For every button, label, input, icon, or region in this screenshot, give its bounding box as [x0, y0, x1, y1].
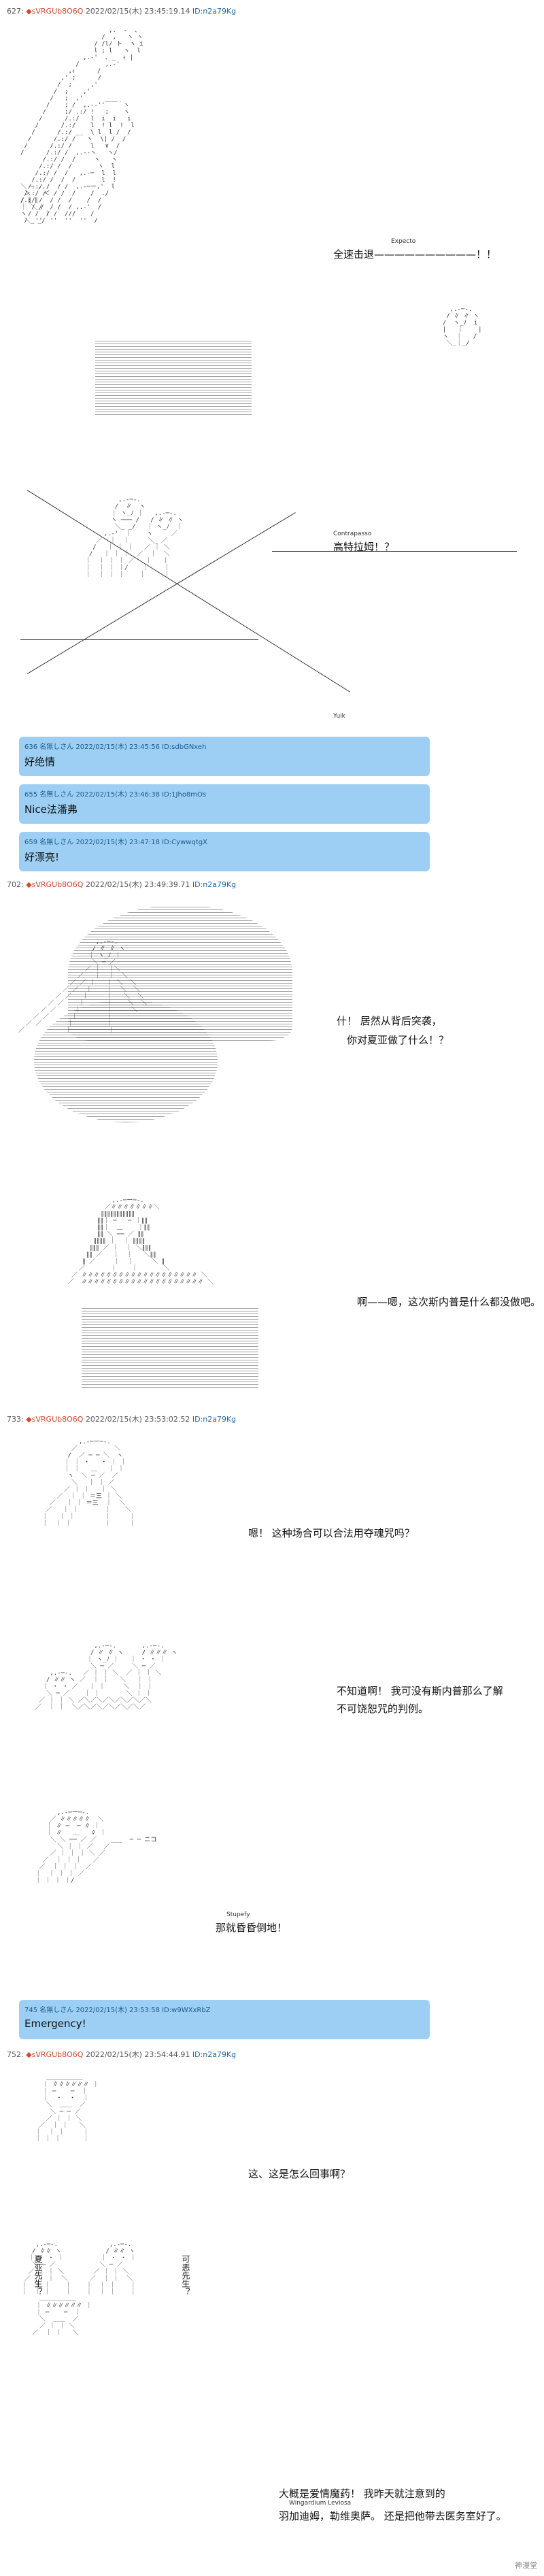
art-shading-lower: [95, 340, 252, 415]
post-trip[interactable]: ◆sVRGUb8O6Q: [26, 7, 84, 16]
post-time: 23:53:02.52: [144, 1415, 190, 1424]
reply-text: 好漂亮!: [24, 851, 60, 863]
post-id[interactable]: ID:n2a79Kg: [192, 880, 237, 889]
reply-636[interactable]: 636 名無しさん 2022/02/15(木) 23:45:56 ID:sdbG…: [19, 737, 430, 776]
spell-ruby-contrapasso: Contrapasso: [333, 531, 372, 537]
ascii-art-figure-hair: ,.-─ー─-. ／∥∥∥∥∥∥∥＼ ∥∥∥∥∥∥∥∥∥∥∥ ∥∥｜ ─ ─ ｜…: [67, 1197, 214, 1286]
post-date: 2022/02/15(木): [85, 2050, 142, 2059]
scene-6-curse-precedent: ,.-─-. ,.-─-. / ∥ ∥ ヽ / ∥∥∥ ヽ ｜ ヽ_ﾉ ｜ ｜ …: [0, 1636, 544, 1792]
post-date: 2022/02/15(木): [85, 7, 142, 16]
dialog-imperius-legal: 嗯！ 这种场合可以合法用夺魂咒吗？: [248, 1527, 415, 1539]
post-time: 23:54:44.91: [144, 2050, 190, 2059]
ascii-art-left-figure: ＼ ─ ,. ＞ ＜ / ∥ ∥ ｜ ＼_/ ヽ ｜ ＼_ _/: [20, 184, 50, 224]
ascii-art-right-figure: ,.-─-. / ∥ ∥ ヽ / ヽ_ﾉ i | ｜ | ヽ ｜ / ＼_｜_/: [442, 306, 482, 347]
scene-8-what-happened: ＿＿＿＿＿＿ ｜ ∥∥∥∥∥∥ ｜ ｜ ─ ─ ｜ ｜ ・ ・ ｜ ＼ ＿＿ ／…: [0, 2061, 544, 2224]
dialog-gotram: 高特拉姆！？: [333, 541, 395, 553]
post-trip[interactable]: ◆sVRGUb8O6Q: [26, 1415, 84, 1424]
post-id[interactable]: ID:n2a79Kg: [192, 7, 237, 16]
post-trip[interactable]: ◆sVRGUb8O6Q: [26, 2050, 84, 2059]
watermark: 神漫堂: [515, 2561, 537, 2570]
ascii-art-group: ,.-─-. ,.-─-. / ∥ ∥ ヽ / ∥∥∥ ヽ ｜ ヽ_ﾉ ｜ ｜ …: [35, 1643, 177, 1711]
dialog-snape-nothing: 啊——嗯，这次斯内普是什么都没做吧。: [357, 1296, 541, 1308]
reply-meta: 745 名無しさん 2022/02/15(木) 23:53:58 ID:w9WX…: [24, 2007, 211, 2014]
ascii-art-figure-thinking: ,.-─ー─-. ／ ＼ / ／ ─ ─ ＼ ヽ ｜ ｜ ・ ・ ｜ ｜ ｜ ｜…: [41, 1439, 135, 1527]
art-dark-shape-lower: [34, 1000, 218, 1122]
wand-beam-3: [20, 639, 258, 640]
post-number: 733: [7, 1415, 21, 1424]
scene-2-contrapasso: ,.-─-. / ∥ ヽ ｜ ヽ_ﾉ ｜ ,.-─-. ヽ ─── / / ∥ …: [0, 476, 544, 728]
dialog-ambush-line1: 什！ 居然从背后突袭，: [337, 1015, 442, 1027]
dialog-dont-know-line1: 不知道啊！ 我可没有斯内普那么了解: [337, 1685, 503, 1697]
ascii-art-two-figures: ,.-─-. ,.-─-. / ∥∥ ヽ / ∥∥ ヽ ｜ ・ ・ ｜ ｜ ・ …: [20, 2241, 137, 2337]
scene-3-ambush: ,.-─-. / ∥ ∥ ヽ ｜ ヽ_ﾉ ｜ ＼ ─ ／ ／ ｜ ｜＼ ／ ｜ …: [0, 891, 544, 1163]
post-id[interactable]: ID:n2a79Kg: [192, 1415, 237, 1424]
post-number: 627: [7, 7, 21, 16]
post-header-627: 627: ◆sVRGUb8O6Q 2022/02/15(木) 23:45:19.…: [7, 7, 237, 16]
dialog-levitate: 羽加迪姆，勒维奥萨。 还是把他带去医务室好了。: [279, 2510, 507, 2522]
ascii-art-cloaked-figure: ,.-─-. / ∥ ∥ ヽ ｜ ヽ_ﾉ ｜ ＼ ─ ／ ／ ｜ ｜＼ ／ ｜ …: [18, 939, 148, 1034]
reply-745[interactable]: 745 名無しさん 2022/02/15(木) 23:53:58 ID:w9WX…: [19, 2000, 430, 2039]
art-shading-robe: [82, 1306, 258, 1388]
ascii-art-wand-raised: ,.-─ー─-. ／ ∥∥∥∥∥ ＼ ｜ ∥ ─ ─ ∥ ｜ ｜ ∥ ＿ ∥ ｜…: [35, 1809, 157, 1884]
dialog-ambush-line2: 你对夏亚做了什么！？: [347, 1034, 449, 1046]
post-date: 2022/02/15(木): [85, 880, 142, 889]
post-number: 752: [7, 2050, 21, 2059]
ascii-art-duel-figures: ,.-─-. / ∥ ヽ ｜ ヽ_ﾉ ｜ ,.-─-. ヽ ─── / / ∥ …: [85, 497, 184, 578]
spell-ruby-wingardium: Wingardium Leviosa: [289, 2500, 352, 2507]
post-time: 23:49:39.71: [144, 880, 190, 889]
reply-text: Nice法潘弗: [24, 803, 78, 816]
spell-ruby-stupefy: Stupefy: [226, 1911, 250, 1918]
dialog-love-potion: 大概是爱情魔药！ 我昨天就注意到的: [279, 2488, 445, 2500]
reply-text: 好绝情: [24, 756, 56, 768]
dialog-full-speed-repel: 全速击退——————————！！: [333, 248, 497, 261]
scene-1-expecto: ,. - ､ / , ヽ ヽ / /l/ ト ヽ i l ; l ヽ l ,.-…: [0, 14, 544, 456]
post-date: 2022/02/15(木): [85, 1415, 142, 1424]
reply-meta: 655 名無しさん 2022/02/15(木) 23:46:38 ID:1Jho…: [24, 791, 207, 799]
scene-7-stupefy: ,.-─ー─-. ／ ∥∥∥∥∥ ＼ ｜ ∥ ─ ─ ∥ ｜ ｜ ∥ ＿ ∥ ｜…: [0, 1796, 544, 1993]
post-number: 702: [7, 880, 21, 889]
reply-text: Emergency!: [24, 2018, 86, 2030]
dialog-dont-know-line2: 不可饶恕咒的判例。: [337, 1703, 429, 1715]
reply-meta: 636 名無しさん 2022/02/15(木) 23:45:56 ID:sdbG…: [24, 743, 207, 751]
spell-ruby-expecto: Expecto: [391, 238, 416, 245]
post-trip[interactable]: ◆sVRGUb8O6Q: [26, 880, 84, 889]
wand-beam-4: [272, 551, 517, 552]
scene-4-snape-innocent: ,.-─ー─-. ／∥∥∥∥∥∥∥＼ ∥∥∥∥∥∥∥∥∥∥∥ ∥∥｜ ─ ─ ｜…: [0, 1184, 544, 1401]
post-header-752: 752: ◆sVRGUb8O6Q 2022/02/15(木) 23:54:44.…: [7, 2050, 237, 2059]
post-id[interactable]: ID:n2a79Kg: [192, 2050, 237, 2059]
ascii-art-figure-casting: ,. - ､ / , ヽ ヽ / /l/ ト ヽ i l ; l ヽ l ,.-…: [20, 27, 143, 224]
scene-5-imperius: ,.-─ー─-. ／ ＼ / ／ ─ ─ ＼ ヽ ｜ ｜ ・ ・ ｜ ｜ ｜ ｜…: [0, 1425, 544, 1636]
scene-9-love-potion: ,.-─-. ,.-─-. / ∥∥ ヽ / ∥∥ ヽ ｜ ・ ・ ｜ ｜ ・ …: [0, 2228, 544, 2575]
post-time: 23:45:19.14: [144, 7, 190, 16]
reply-meta: 659 名無しさん 2022/02/15(木) 23:47:18 ID:Cyww…: [24, 839, 207, 846]
reply-655[interactable]: 655 名無しさん 2022/02/15(木) 23:46:38 ID:1Jho…: [19, 784, 430, 824]
post-header-733: 733: ◆sVRGUb8O6Q 2022/02/15(木) 23:53:02.…: [7, 1415, 237, 1424]
dialog-side-right: 可恶先生？: [181, 2255, 190, 2296]
dialog-side-left: 夏亚先生？: [33, 2255, 43, 2296]
ascii-art-figure-confused: ＿＿＿＿＿＿ ｜ ∥∥∥∥∥∥ ｜ ｜ ─ ─ ｜ ｜ ・ ・ ｜ ＼ ＿＿ ／…: [35, 2075, 99, 2143]
post-header-702: 702: ◆sVRGUb8O6Q 2022/02/15(木) 23:49:39.…: [7, 880, 237, 889]
dialog-what-is-this: 这、这是怎么回事啊？: [248, 2168, 351, 2180]
caption-yuik: Yuik: [333, 713, 345, 720]
dialog-stupefy: 那就昏昏倒地！: [216, 1922, 288, 1934]
reply-659[interactable]: 659 名無しさん 2022/02/15(木) 23:47:18 ID:Cyww…: [19, 832, 430, 871]
